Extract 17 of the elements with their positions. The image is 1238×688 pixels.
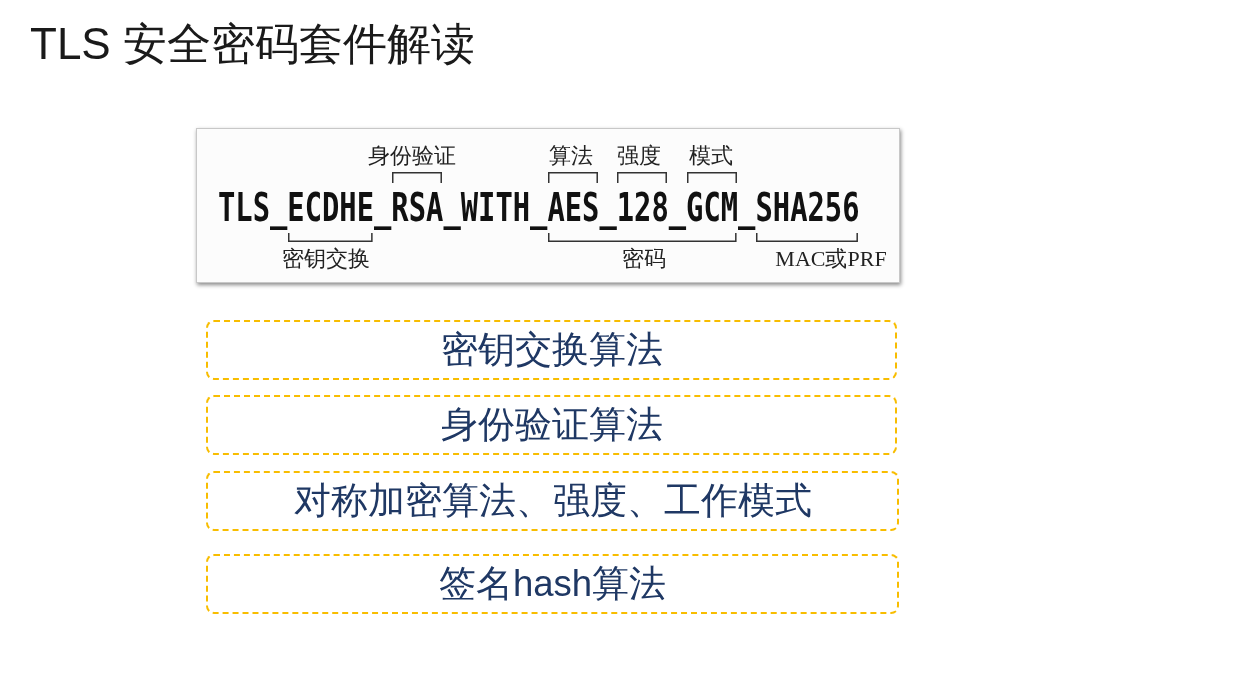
dashed-box bbox=[206, 395, 897, 455]
label-text: 密钥交换算法 bbox=[440, 329, 663, 371]
annotation-label: 身份验证 bbox=[368, 143, 456, 169]
label-text: 身份验证算法 bbox=[440, 404, 663, 446]
annotation-label: 算法 bbox=[549, 143, 593, 169]
image-panel bbox=[196, 128, 900, 283]
title: TLS 安全密码套件解读 bbox=[30, 18, 475, 70]
label-text: 签名hash算法 bbox=[438, 563, 667, 605]
annotation-label: 密钥交换 bbox=[282, 246, 370, 272]
dashed-box bbox=[206, 471, 899, 531]
annotation-label: 密码 bbox=[622, 246, 666, 272]
dashed-box bbox=[206, 320, 897, 380]
annotation-label: MAC或PRF bbox=[775, 246, 887, 272]
annotation-label: 强度 bbox=[617, 143, 661, 169]
dashed-box bbox=[206, 554, 899, 614]
annotation-label: 模式 bbox=[689, 143, 733, 169]
label-text: 对称加密算法、强度、工作模式 bbox=[293, 480, 812, 522]
